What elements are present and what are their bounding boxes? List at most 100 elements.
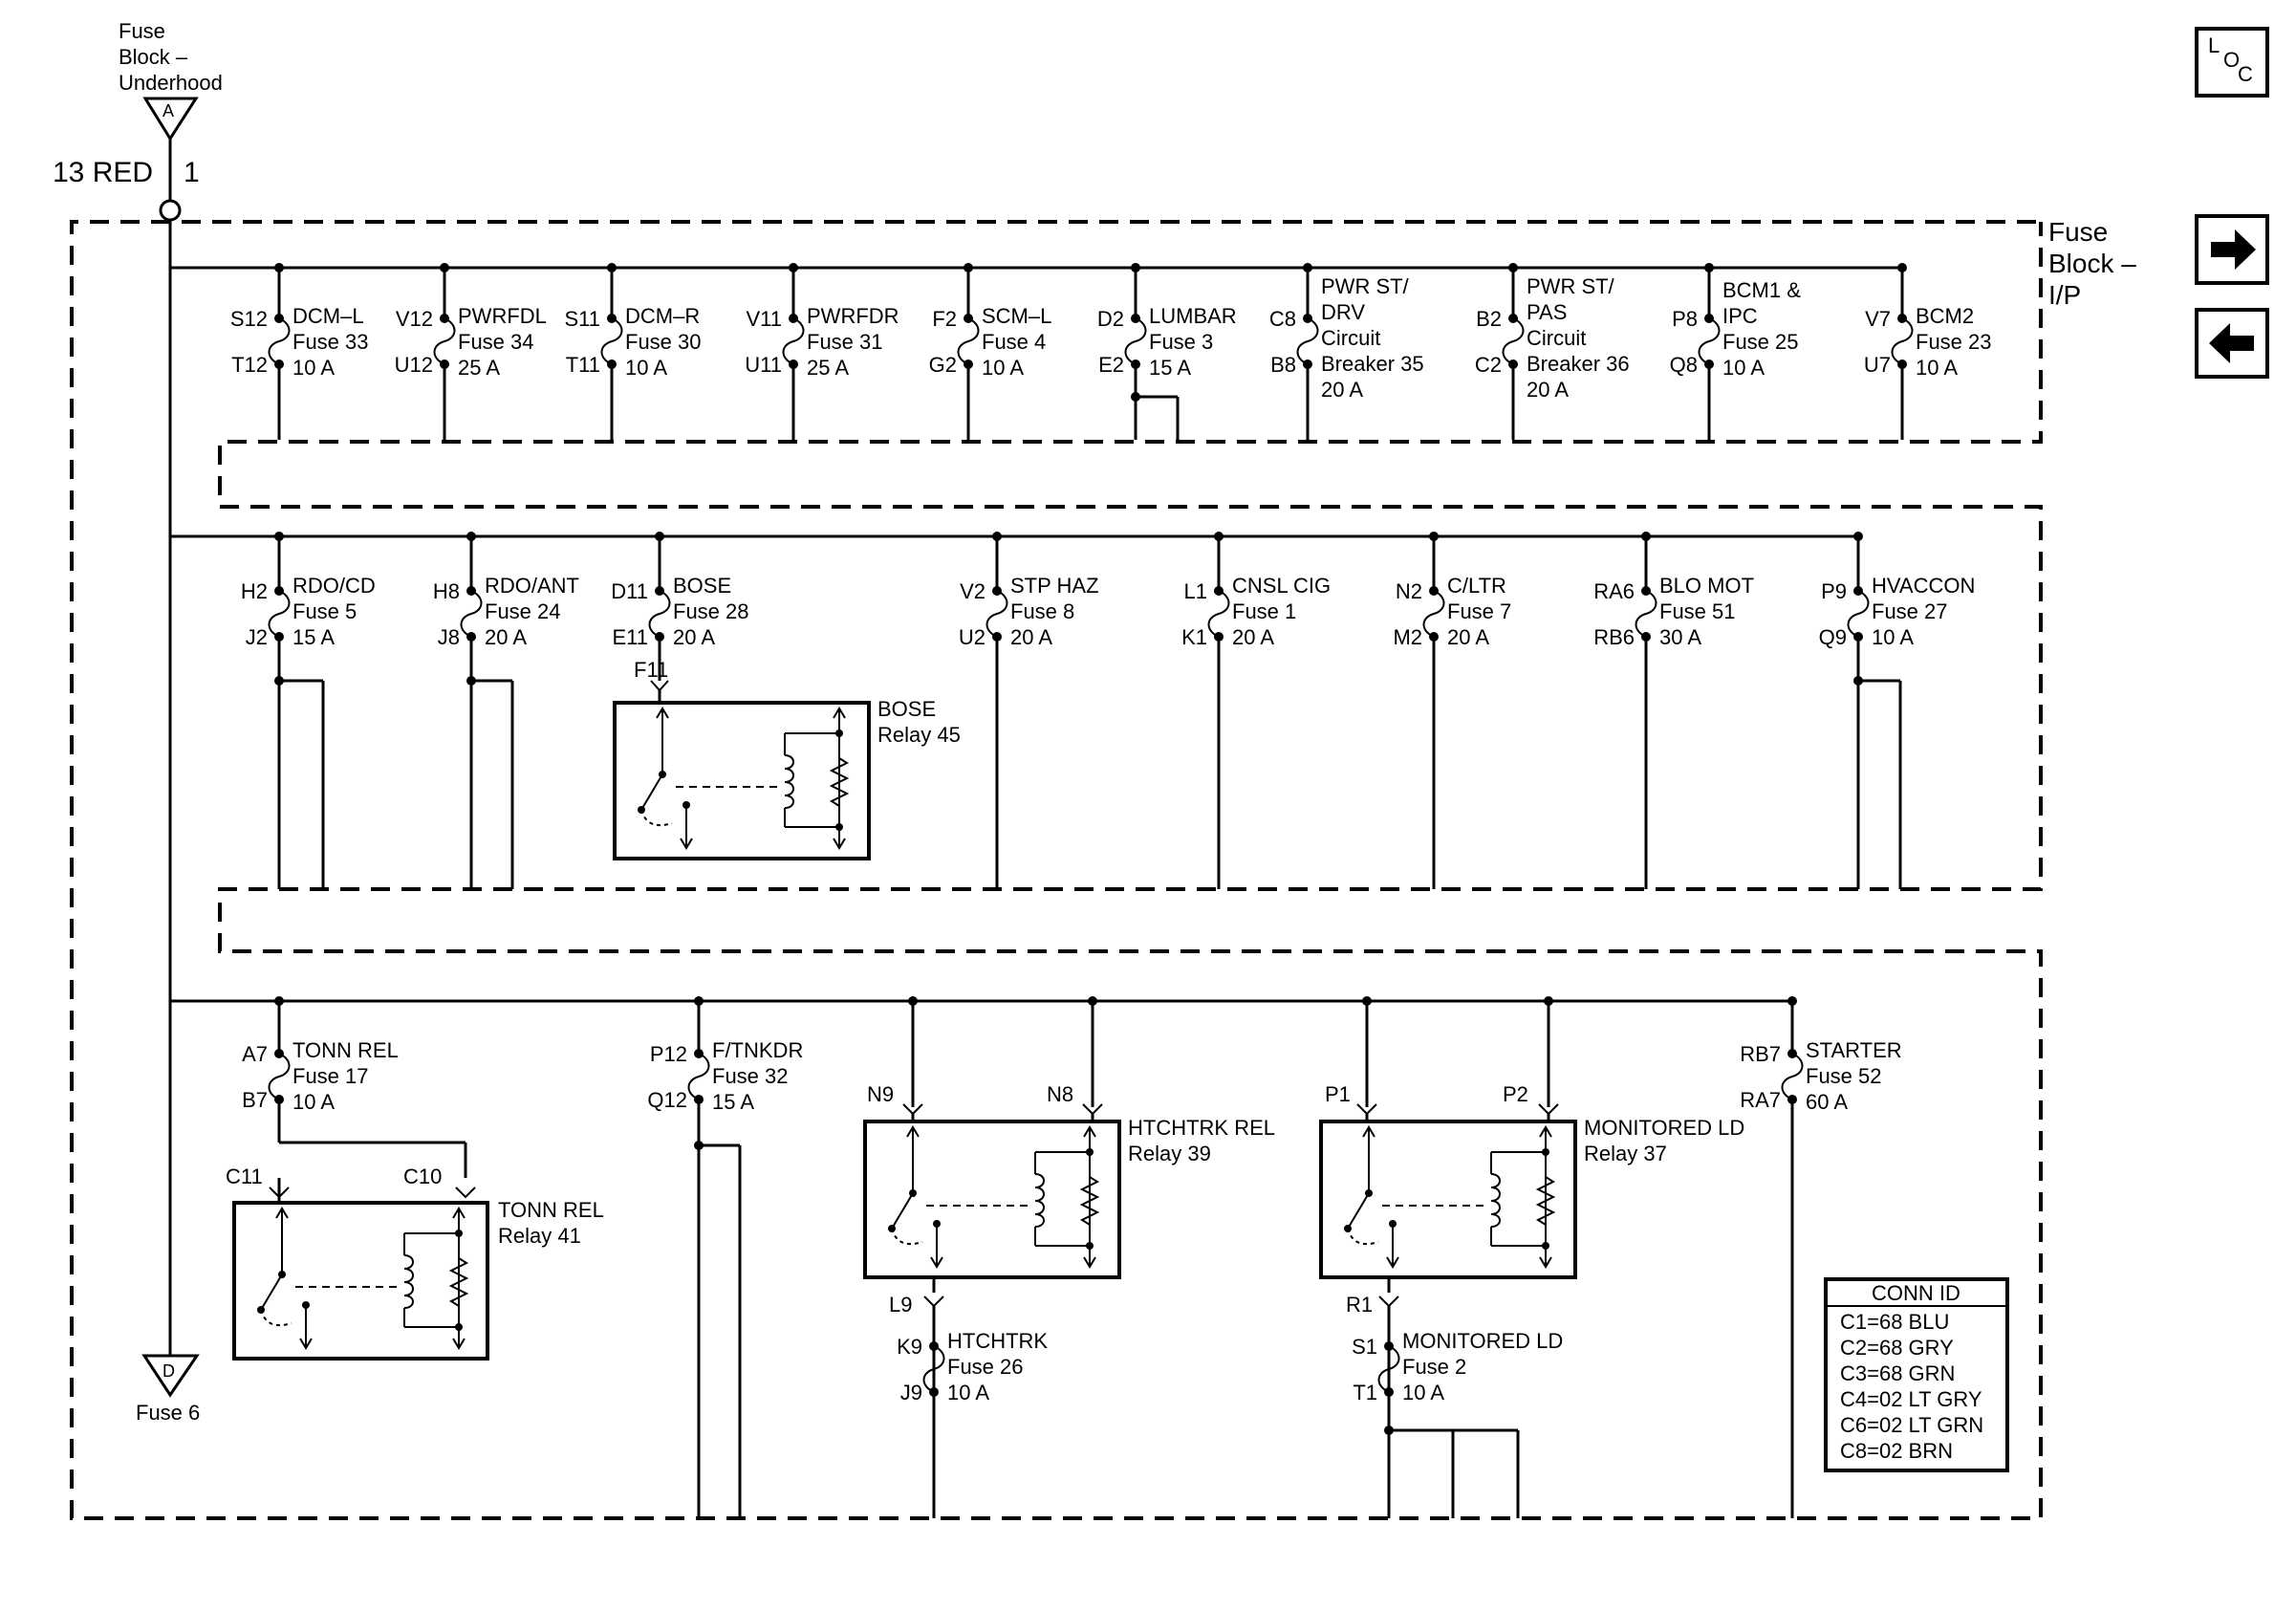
fuse-pin-top: V11 bbox=[746, 307, 782, 331]
tonn-c11-pin: C11 bbox=[226, 1165, 263, 1188]
fuse-label-line: 20 A bbox=[1232, 625, 1274, 649]
fuse-label-line: DRV bbox=[1321, 300, 1365, 324]
fuse-label-line: 15 A bbox=[1149, 356, 1191, 380]
fuse-label-line: LUMBAR bbox=[1149, 304, 1237, 328]
fuse-pin-top: K9 bbox=[897, 1335, 922, 1359]
fuse-label-line: Fuse 52 bbox=[1806, 1064, 1882, 1088]
connector-a-label: A bbox=[162, 101, 174, 120]
fuse-symbol bbox=[1847, 590, 1870, 638]
fuse-pin-bottom: J9 bbox=[900, 1381, 922, 1404]
conn-id-table: CONN ID C1=68 BLU C2=68 GRY C3=68 GRN C4… bbox=[1824, 1277, 2009, 1472]
fuse-label-line: Fuse 34 bbox=[458, 330, 534, 354]
fuse-label-line: 10 A bbox=[947, 1381, 989, 1404]
fuse-pin-bottom: T1 bbox=[1353, 1381, 1377, 1404]
wire-color-label: 13 RED bbox=[53, 157, 153, 188]
fuse-pin-top: P9 bbox=[1821, 579, 1847, 603]
fuse-block-title-3: I/P bbox=[2048, 280, 2081, 310]
fuse-label-line: MONITORED LD bbox=[1402, 1329, 1563, 1353]
fuse-symbol bbox=[782, 317, 805, 365]
fuse-block-title-1: Fuse bbox=[2048, 217, 2108, 247]
fuse-label-line: CNSL CIG bbox=[1232, 574, 1331, 598]
coil-icon bbox=[1034, 1173, 1045, 1228]
fuse-label-line: STP HAZ bbox=[1010, 574, 1099, 598]
fuse-label-line: TONN REL bbox=[292, 1038, 399, 1062]
fuse-label-line: 15 A bbox=[712, 1090, 754, 1114]
forward-button[interactable] bbox=[2195, 214, 2269, 285]
ftnk-wires bbox=[694, 1141, 742, 1518]
fuse-pin-bottom: G2 bbox=[929, 353, 957, 377]
fuse-label-line: Fuse 28 bbox=[673, 599, 749, 623]
fuse-pin-top: RB7 bbox=[1740, 1042, 1781, 1066]
fuse-label-line: 25 A bbox=[807, 356, 849, 380]
fuse-pin-top: A7 bbox=[242, 1042, 268, 1066]
fuse-label-line: 60 A bbox=[1806, 1090, 1848, 1114]
source-name-line-3: Underhood bbox=[119, 71, 223, 95]
fuse-label-line: RDO/CD bbox=[292, 574, 376, 598]
bose-relay-name: BOSE bbox=[877, 697, 936, 721]
fuse-label-line: DCM–R bbox=[625, 304, 700, 328]
resistor-icon bbox=[829, 757, 850, 807]
mon-relay-name: MONITORED LD bbox=[1584, 1116, 1744, 1140]
fuse-label-line: Fuse 5 bbox=[292, 599, 357, 623]
loc-c: C bbox=[2238, 62, 2253, 86]
fuse-label-line: PWRFDL bbox=[458, 304, 547, 328]
fuse-pin-top: P8 bbox=[1672, 307, 1698, 331]
fuse-label-line: Circuit bbox=[1321, 326, 1380, 350]
fuse-symbol bbox=[600, 317, 623, 365]
fuse-symbol bbox=[433, 317, 456, 365]
source-name-line-1: Fuse bbox=[119, 19, 165, 43]
conn-id-title: CONN ID bbox=[1872, 1281, 1960, 1305]
fuse-pin-bottom: Q8 bbox=[1670, 353, 1698, 377]
row-1-wires bbox=[1131, 392, 1180, 440]
bose-f11-pin: F11 bbox=[634, 658, 668, 682]
bose-relay-number: Relay 45 bbox=[877, 723, 961, 747]
fuse-pin-top: F2 bbox=[932, 307, 957, 331]
conn-id-row: C6=02 LT GRN bbox=[1840, 1413, 1983, 1437]
fuse-label-line: 20 A bbox=[1321, 378, 1363, 402]
fuse-pin-bottom: C2 bbox=[1475, 353, 1502, 377]
bose-relay-45: F11 BOSE Relay 45 bbox=[613, 658, 961, 860]
fuse-label-line: IPC bbox=[1722, 304, 1758, 328]
htch-l9-pin: L9 bbox=[889, 1293, 912, 1317]
fuse-label-line: BCM1 & bbox=[1722, 278, 1801, 302]
fuse-pin-top: D11 bbox=[611, 579, 648, 603]
back-button[interactable] bbox=[2195, 308, 2269, 379]
fuse-pin-bottom: B8 bbox=[1270, 353, 1296, 377]
loc-button[interactable]: L O C bbox=[2195, 27, 2269, 98]
fuse-pin-bottom: J8 bbox=[438, 625, 460, 649]
tonn-relay-name: TONN REL bbox=[498, 1198, 604, 1222]
fuse-label-line: 10 A bbox=[1872, 625, 1914, 649]
fuse-label-line: Fuse 26 bbox=[947, 1355, 1024, 1379]
connector-d-label: D bbox=[162, 1361, 175, 1381]
fuse-label-line: Fuse 30 bbox=[625, 330, 702, 354]
fuse-6-output: D Fuse 6 bbox=[136, 1354, 200, 1425]
arrow-right-icon bbox=[2211, 229, 2256, 270]
relay-internals bbox=[638, 707, 850, 850]
fuse-label-line: Fuse 25 bbox=[1722, 330, 1799, 354]
monitored-ld-relay-37: P1 P2 MONITORED LD Relay 37 R1 bbox=[1319, 996, 1744, 1518]
mon-p1-pin: P1 bbox=[1325, 1082, 1351, 1106]
source-name-line-2: Block – bbox=[119, 45, 188, 69]
conn-id-row: C8=02 BRN bbox=[1840, 1439, 1953, 1463]
mon-relay-number: Relay 37 bbox=[1584, 1142, 1667, 1165]
fuse-label-line: BLO MOT bbox=[1659, 574, 1754, 598]
connector-a-symbol bbox=[142, 97, 199, 142]
fuse-pin-top: D2 bbox=[1097, 307, 1124, 331]
fuse-label-line: 10 A bbox=[982, 356, 1024, 380]
fuse-pin-top: RA6 bbox=[1593, 579, 1635, 603]
htch-n8-pin: N8 bbox=[1047, 1082, 1073, 1106]
conn-id-row: C2=68 GRY bbox=[1840, 1336, 1954, 1360]
fuse-pin-top: V2 bbox=[960, 579, 986, 603]
fuse-label-line: PWRFDR bbox=[807, 304, 899, 328]
